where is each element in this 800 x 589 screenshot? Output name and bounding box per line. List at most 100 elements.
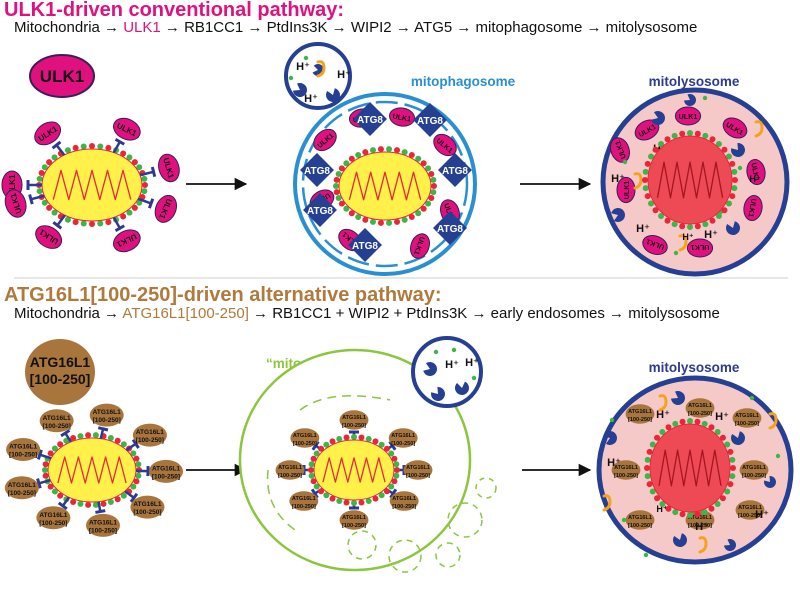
membrane-dot: [51, 488, 58, 495]
atg16l1-receptor-body: [39, 409, 74, 433]
membrane-dot: [323, 492, 330, 499]
atg16l1-receptor-line1: ATG16L1: [292, 496, 316, 502]
ulk1-receptor: ULK1: [722, 117, 748, 139]
membrane-dot: [57, 492, 64, 499]
atg16l1-receptor: ATG16L1[100-250]: [732, 408, 762, 428]
membrane-dot: [727, 448, 734, 455]
adaptor-head: [388, 440, 397, 451]
adaptor-head: [51, 140, 62, 150]
atg16l1-badge-line1: ATG16L1: [30, 354, 91, 370]
membrane-dot: [701, 509, 708, 516]
adaptor-stem: [38, 478, 51, 485]
ulk1-receptor-label: ULK1: [8, 174, 17, 195]
membrane-dot: [136, 199, 143, 206]
atg16l1-receptor-line2: [100-250]: [8, 490, 36, 497]
membrane-dot: [721, 207, 728, 214]
membrane-dot: [420, 160, 427, 167]
bottom-mitolysosome-mitochondrion: [644, 418, 736, 518]
adaptor-head: [95, 509, 106, 514]
membrane-dot: [644, 160, 651, 167]
cristae: [52, 169, 132, 201]
membrane-dot: [89, 143, 95, 149]
membrane-dot: [333, 183, 339, 189]
membrane-dot: [672, 509, 679, 516]
membrane-dot: [107, 499, 114, 506]
atg8-diamond: [300, 153, 334, 187]
ulk1-receptor: ULK1: [34, 121, 62, 146]
ion-dot: [288, 75, 294, 81]
membrane-dot: [714, 428, 721, 435]
atg16l1-receptor: ATG16L1[100-250]: [389, 491, 419, 511]
inner-vesicle-arc: [266, 469, 299, 533]
atg16l1-receptor-body: [36, 506, 71, 530]
atg16l1-receptor: ATG16L1[100-250]: [6, 438, 41, 462]
membrane-dot: [80, 143, 87, 150]
membrane-dot: [671, 221, 678, 228]
membrane-dot: [38, 169, 45, 176]
atg16l1-receptor-line1: ATG16L1: [39, 512, 67, 519]
mitophagosome-label: mitophagosome: [411, 74, 516, 89]
ulk1-receptor: ULK1: [158, 153, 180, 183]
adaptor-head: [36, 478, 42, 489]
ulk1-receptor-label: ULK1: [622, 181, 631, 200]
membrane-dot: [362, 216, 369, 223]
proton-label: H⁺: [636, 223, 650, 235]
membrane-dot: [709, 217, 716, 224]
atg16l1-receptor: ATG16L1[100-250]: [89, 403, 124, 427]
membrane-dot: [348, 210, 355, 217]
atg16l1-receptor-body: [685, 398, 715, 418]
ulk1-receptor-label: ULK1: [679, 112, 698, 121]
membrane-dot: [393, 472, 400, 479]
mitophagosome-mitochondrion: [333, 146, 437, 226]
atg16l1-receptor: ATG16L1[100-250]: [289, 491, 319, 511]
ulk1-receptor: ULK1: [4, 189, 27, 218]
membrane-dot: [77, 500, 84, 507]
membrane-dot: [652, 146, 659, 153]
atg16l1-receptor-line2: [100-250]: [342, 523, 366, 529]
membrane-dot: [415, 155, 422, 162]
atg16l1-receptor: ATG16L1[100-250]: [290, 428, 320, 448]
adaptor-head: [57, 501, 68, 510]
mitochondrion-body: [313, 439, 395, 501]
adaptor-head: [150, 166, 157, 178]
atg16l1-receptor: ATG16L1[100-250]: [685, 398, 715, 418]
membrane-dot: [642, 185, 649, 192]
bottom-route-segment: Mitochondria →: [14, 305, 123, 322]
membrane-dot: [351, 500, 357, 506]
membrane-dot: [107, 434, 114, 441]
membrane-dot: [401, 149, 408, 156]
membrane-dot: [365, 498, 372, 505]
membrane-dot: [642, 168, 649, 175]
atg16l1-receptor-line1: ATG16L1: [342, 415, 366, 421]
membrane-dot: [394, 147, 401, 154]
membrane-dot: [105, 144, 112, 151]
membrane-dot: [57, 441, 64, 448]
proton-label: H⁺: [755, 509, 769, 521]
membrane-dot: [51, 445, 58, 452]
membrane-dot: [725, 200, 732, 207]
atg16l1-receptor-line2: [100-250]: [392, 504, 416, 510]
ulk1-receptor-label: ULK1: [749, 162, 761, 182]
atg16l1-receptor-line1: ATG16L1: [8, 482, 36, 489]
membrane-dot: [72, 144, 79, 151]
atg16l1-receptor-line1: ATG16L1: [738, 505, 762, 511]
hydrolase-enzyme: [611, 207, 626, 223]
atg16l1-receptor: ATG16L1[100-250]: [39, 409, 74, 433]
membrane-dot: [343, 499, 350, 506]
membrane-dot: [77, 433, 84, 440]
atg16l1-receptor-line2: [100-250]: [278, 473, 302, 479]
membrane-dot: [336, 498, 343, 505]
atg16l1-receptor: ATG16L1[100-250]: [339, 510, 369, 530]
membrane-dot: [72, 219, 79, 226]
proton-label: H⁺: [695, 521, 709, 533]
atg16l1-receptor-line2: [100-250]: [89, 527, 117, 534]
atg16l1-receptor: ATG16L1[100-250]: [388, 428, 418, 448]
hydrolase-enzyme: [764, 476, 777, 488]
top-route-segment: → RB1CC1 → PtdIns3K → WIPI2 → ATG5 → mit…: [160, 19, 698, 36]
membrane-dot: [383, 488, 390, 495]
membrane-dot: [671, 132, 678, 139]
atg8-protein: ATG8: [303, 193, 337, 227]
hydrolase-enzyme: [731, 431, 745, 446]
atg16l1-receptor-body: [732, 408, 762, 428]
proton-label: H⁺: [704, 229, 718, 241]
